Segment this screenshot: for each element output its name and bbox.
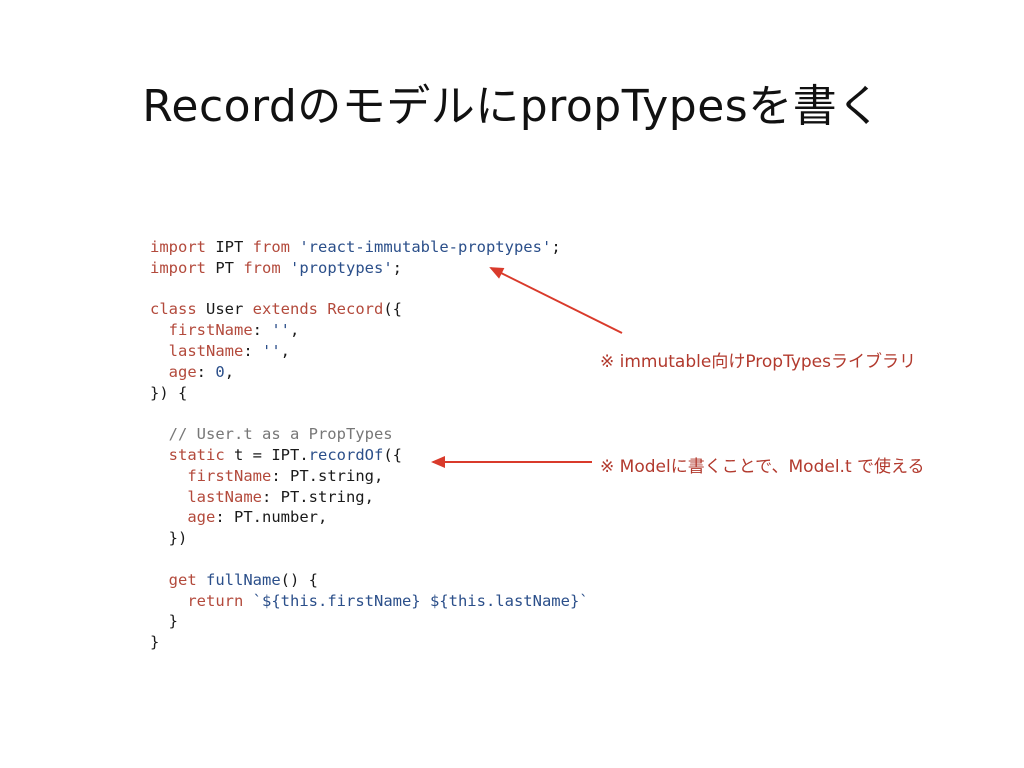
code-text: : PT.number, — [215, 508, 328, 527]
code-text: User — [196, 300, 253, 319]
code-keyword: get — [168, 570, 197, 589]
code-line: firstName: '', — [150, 320, 589, 341]
code-text: () { — [280, 570, 318, 589]
code-line: }) — [150, 529, 188, 548]
code-line: static t = IPT.recordOf({ — [150, 445, 589, 466]
code-keyword: extends — [252, 300, 318, 319]
code-line: import PT from 'proptypes'; — [150, 258, 589, 279]
slide-title: RecordのモデルにpropTypesを書く — [142, 81, 882, 132]
code-function: fullName — [206, 570, 281, 589]
code-line: lastName: '', — [150, 341, 589, 362]
code-function: recordOf — [308, 445, 384, 464]
code-text: ({ — [383, 445, 402, 464]
code-template-string: `${this.firstName} ${this.lastName}` — [252, 591, 589, 610]
code-property: firstName — [168, 321, 253, 340]
code-block: import IPT from 'react-immutable-proptyp… — [150, 237, 589, 653]
code-line: age: 0, — [150, 362, 589, 383]
code-text: : — [252, 321, 272, 340]
code-string: 'proptypes' — [290, 258, 393, 277]
code-text: , — [224, 362, 235, 381]
code-line: age: PT.number, — [150, 507, 589, 528]
code-property: firstName — [187, 466, 272, 485]
code-line: } — [150, 612, 178, 631]
code-text: , — [280, 341, 291, 360]
code-keyword: from — [243, 258, 281, 277]
code-keyword: return — [187, 591, 244, 610]
code-line: class User extends Record({ — [150, 299, 589, 320]
code-line: lastName: PT.string, — [150, 487, 589, 508]
note-model-t-usage: ※ Modelに書くことで、Model.t で使える — [600, 457, 925, 477]
note-immutable-proptypes: ※ immutable向けPropTypesライブラリ — [600, 352, 916, 372]
code-text: , — [290, 321, 300, 340]
code-line: get fullName() { — [150, 570, 589, 591]
code-line: } — [150, 633, 160, 652]
code-keyword: from — [252, 238, 290, 256]
code-text: ; — [392, 258, 402, 277]
code-keyword: class — [150, 300, 197, 319]
code-text: IPT — [206, 238, 253, 256]
code-string: '' — [262, 341, 281, 360]
code-line: firstName: PT.string, — [150, 466, 589, 487]
code-line: }) { — [150, 383, 188, 402]
code-string: 'react-immutable-proptypes' — [299, 238, 552, 256]
code-property: age — [187, 508, 216, 527]
code-property: lastName — [168, 341, 244, 360]
code-line: return `${this.firstName} ${this.lastNam… — [150, 591, 589, 612]
code-line: import IPT from 'react-immutable-proptyp… — [150, 237, 589, 258]
code-keyword: import — [150, 238, 206, 256]
code-string: '' — [271, 321, 291, 340]
code-comment: // User.t as a PropTypes — [168, 425, 393, 444]
code-property: lastName — [187, 487, 262, 506]
code-keyword: import — [150, 258, 206, 277]
code-property: age — [168, 362, 197, 381]
code-text: t = IPT. — [224, 445, 309, 464]
code-class-name: Record — [327, 300, 384, 319]
code-text: : PT.string, — [271, 466, 384, 485]
code-text: ({ — [383, 300, 403, 319]
code-text: : — [196, 362, 216, 381]
code-text: : PT.string, — [261, 487, 374, 506]
code-number: 0 — [215, 362, 225, 381]
code-text: PT — [206, 258, 244, 277]
code-text: ; — [551, 238, 561, 256]
code-keyword: static — [168, 445, 225, 464]
arrow-to-ipt-import — [489, 267, 623, 334]
code-text: : — [243, 341, 262, 360]
code-line: // User.t as a PropTypes — [150, 424, 589, 445]
